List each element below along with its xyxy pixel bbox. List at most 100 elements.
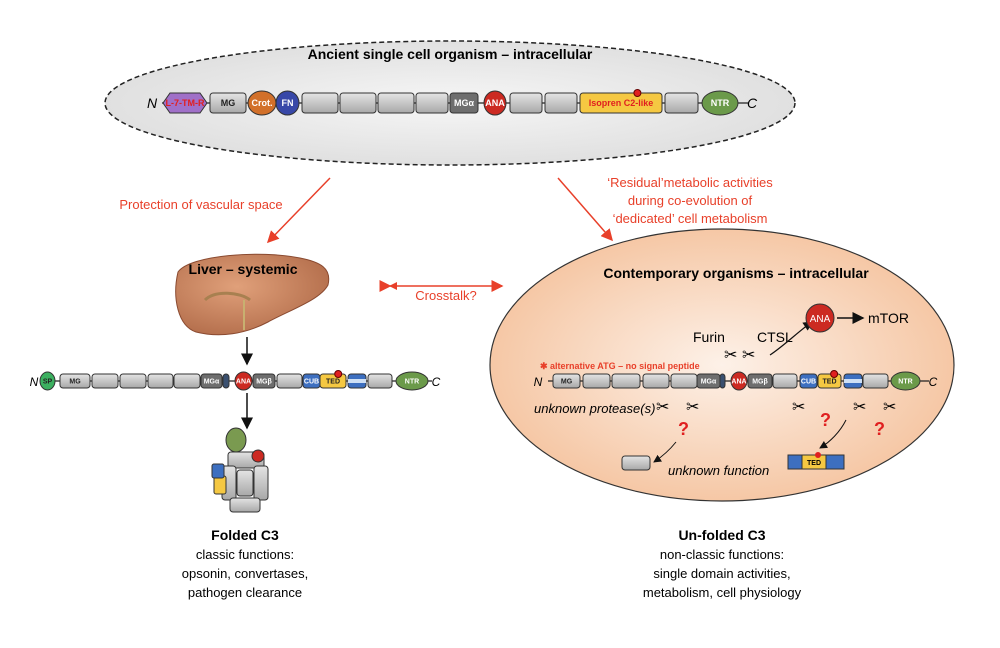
domain-grey xyxy=(147,373,174,389)
question-mark: ? xyxy=(820,410,831,430)
svg-text:MG: MG xyxy=(221,98,236,108)
question-mark: ? xyxy=(874,419,885,439)
protection-label: Protection of vascular space xyxy=(119,197,282,212)
svg-text:ANA: ANA xyxy=(731,379,746,386)
domain-ana: ANA xyxy=(234,371,253,391)
unknown-function-label: unknown function xyxy=(668,463,769,478)
domain-grey xyxy=(843,373,863,389)
svg-text:FN: FN xyxy=(282,98,294,108)
unfolded-c3-title: Un-folded C3 xyxy=(678,527,765,543)
domain-grey xyxy=(222,373,230,389)
domain-ntr: NTR xyxy=(890,371,921,391)
svg-text:MGα: MGα xyxy=(701,379,717,386)
unknown-protease-label: unknown protease(s) xyxy=(534,401,655,416)
domain-mg: MG xyxy=(59,373,91,389)
unfolded-c3-line-3: metabolism, cell physiology xyxy=(643,585,802,600)
liver-image xyxy=(175,253,330,336)
domain-mg: MG xyxy=(552,373,581,389)
svg-text:CUB: CUB xyxy=(304,379,319,386)
domain-grey xyxy=(301,92,339,114)
domain-grey xyxy=(347,373,367,389)
scissors-icon: ✂ xyxy=(792,399,805,416)
ana-fragment xyxy=(805,303,835,333)
folded-c3-title: Folded C3 xyxy=(211,527,279,543)
ana-fragment-label: ANA xyxy=(810,314,831,325)
domain-grey xyxy=(119,373,147,389)
domain-grey xyxy=(664,92,699,114)
arrow-to-ted-fragment xyxy=(819,419,847,449)
domain-fn: FN xyxy=(275,90,300,116)
svg-text:L-7-TM-R: L-7-TM-R xyxy=(166,98,205,108)
folded-c3-line-1: classic functions: xyxy=(196,547,294,562)
domain-isopren-c2-like: Isopren C2-like xyxy=(579,89,663,114)
n-terminus-label: N xyxy=(30,375,39,389)
domain-ana: ANA xyxy=(483,90,507,116)
svg-text:MGβ: MGβ xyxy=(256,379,272,386)
ancient-domain-chain: N C L-7-TM-R MG Crot. FN MGα ANA Isopren C2-like… xyxy=(147,89,758,116)
ted-fragment: TED xyxy=(787,452,845,470)
svg-text:TED: TED xyxy=(823,379,837,386)
svg-text:NTR: NTR xyxy=(711,98,730,108)
scissors-icon: ✂ xyxy=(656,399,669,416)
domain-mg-: MGα xyxy=(696,373,721,389)
alternative-atg-note: ✱ alternative ATG – no signal peptide xyxy=(540,361,700,371)
svg-text:ANA: ANA xyxy=(485,98,505,108)
domain-grey xyxy=(772,373,798,389)
domain-ted: TED xyxy=(319,370,347,389)
domain-grey xyxy=(276,373,303,389)
domain-cub: CUB xyxy=(799,373,818,389)
residual-label-1: ‘Residual’metabolic activities xyxy=(607,175,773,190)
svg-text:SP: SP xyxy=(43,379,53,386)
svg-text:MGβ: MGβ xyxy=(752,379,768,386)
domain-ntr: NTR xyxy=(701,90,739,116)
domain-ana: ANA xyxy=(730,371,748,391)
scissors-icon: ✂ xyxy=(724,347,737,364)
unfolded-c3-line-2: single domain activities, xyxy=(653,566,790,581)
question-mark: ? xyxy=(678,419,689,439)
domain-mg-: MGβ xyxy=(252,373,276,389)
ancient-title: Ancient single cell organism – intracell… xyxy=(308,46,593,62)
domain-sp: SP xyxy=(39,371,56,391)
svg-text:MGα: MGα xyxy=(454,98,474,108)
unknown-fragment xyxy=(621,455,651,471)
domain-grey xyxy=(91,373,119,389)
scissors-icon: ✂ xyxy=(853,399,866,416)
domain-grey xyxy=(670,373,698,389)
domain-mg: MG xyxy=(209,92,247,114)
domain-grey xyxy=(509,92,543,114)
arrow-to-contemporary xyxy=(557,177,613,242)
scissors-icon: ✂ xyxy=(742,347,755,364)
domain-grey xyxy=(642,373,670,389)
domain-crot-: Crot. xyxy=(247,90,277,116)
domain-grey xyxy=(862,373,889,389)
domain-grey xyxy=(367,373,393,389)
c-terminus-label: C xyxy=(747,95,758,111)
c-terminus-label: C xyxy=(929,375,938,389)
arrow-to-liver xyxy=(266,177,331,244)
residual-label-2: during co-evolution of xyxy=(628,193,753,208)
liver-title: Liver – systemic xyxy=(189,261,298,277)
domain-grey xyxy=(544,92,578,114)
furin-label: Furin xyxy=(693,329,725,345)
domain-grey xyxy=(339,92,377,114)
unfolded-c3-line-1: non-classic functions: xyxy=(660,547,784,562)
domain-grey xyxy=(173,373,201,389)
domain-ted: TED xyxy=(817,370,842,389)
n-terminus-label: N xyxy=(147,95,158,111)
domain-grey xyxy=(582,373,611,389)
svg-text:Crot.: Crot. xyxy=(252,98,273,108)
domain-mg-: MGβ xyxy=(747,373,773,389)
folded-c3-structure xyxy=(211,427,269,513)
svg-text:CUB: CUB xyxy=(801,379,816,386)
c-terminus-label: C xyxy=(432,375,441,389)
folded-c3-line-3: pathogen clearance xyxy=(188,585,302,600)
contemporary-domain-chain: N C MG MGα ANA MGβ CUB TED NTR xyxy=(534,370,938,391)
mtor-label: mTOR xyxy=(868,310,909,326)
crosstalk-label: Crosstalk? xyxy=(415,288,476,303)
n-terminus-label: N xyxy=(534,375,543,389)
domain-mg-: MGα xyxy=(449,92,479,114)
domain-grey xyxy=(377,92,415,114)
scissors-icon: ✂ xyxy=(686,399,699,416)
